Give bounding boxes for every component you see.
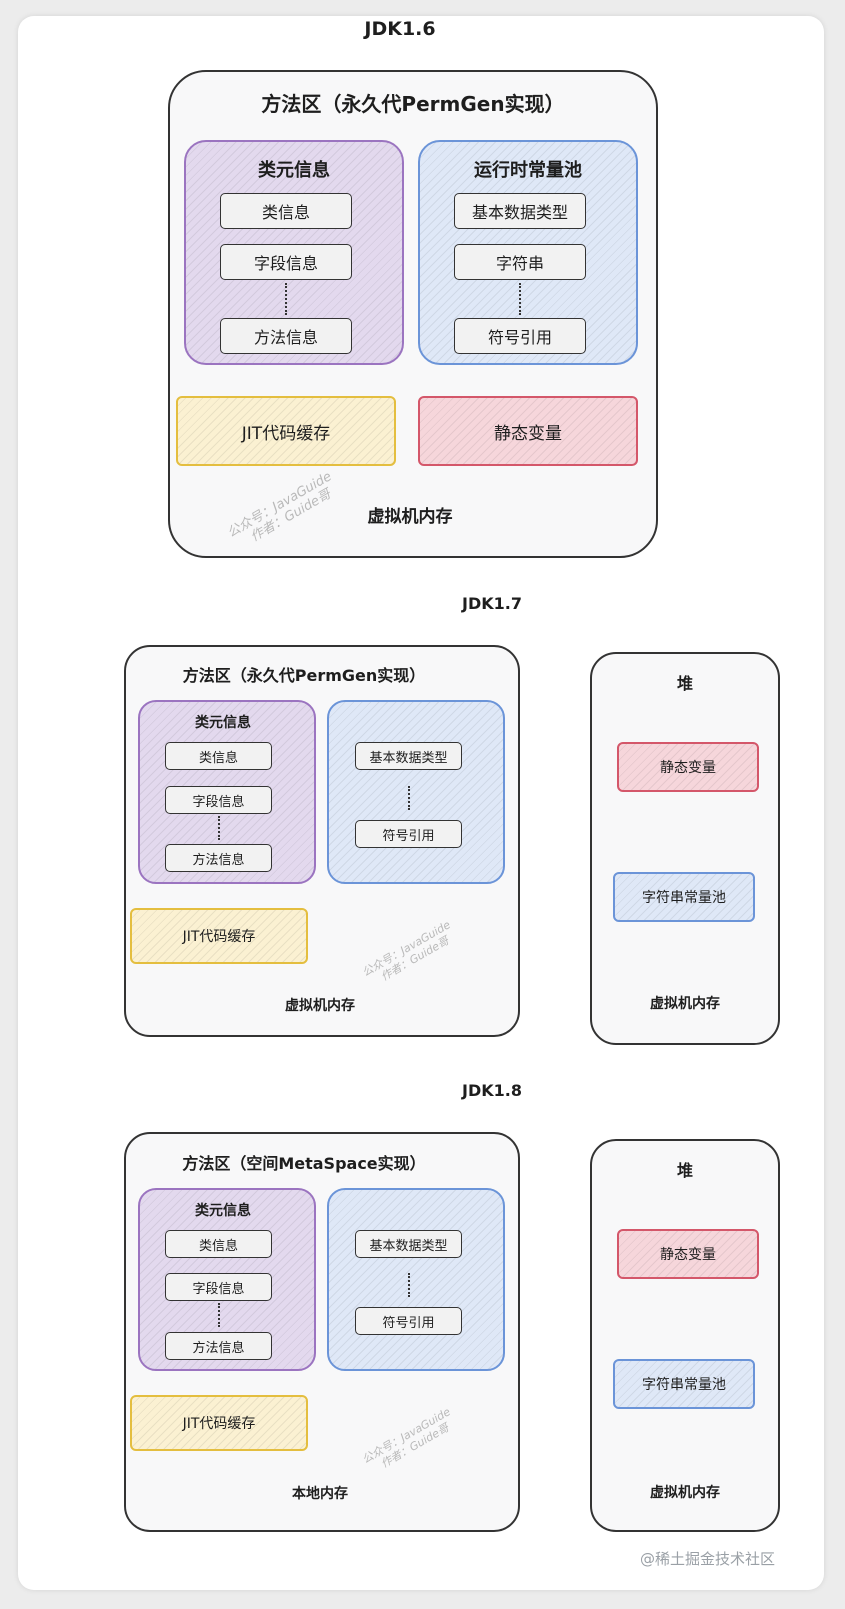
jdk17-symbol-ref: 符号引用 — [355, 820, 462, 848]
jdk16-title: JDK1.6 — [364, 18, 436, 40]
jdk16-field-info: 字段信息 — [220, 244, 352, 280]
jdk18-field-info: 字段信息 — [165, 1273, 272, 1301]
jdk18-class-meta-ellipsis — [218, 1303, 220, 1327]
jdk18-runtime-pool-ellipsis — [408, 1273, 410, 1297]
jdk17-jit-cache: JIT代码缓存 — [130, 908, 308, 964]
jdk16-runtime-pool-title: 运行时常量池 — [474, 160, 582, 181]
jdk18-memory-label: 本地内存 — [292, 1486, 348, 1502]
jdk18-method-info: 方法信息 — [165, 1332, 272, 1360]
jdk17-heap-title: 堆 — [676, 674, 693, 693]
jdk18-jit-cache: JIT代码缓存 — [130, 1395, 308, 1451]
jdk18-class-meta-title: 类元信息 — [195, 1203, 251, 1219]
jdk18-class-info: 类信息 — [165, 1230, 272, 1258]
jdk17-runtime-pool-ellipsis — [408, 786, 410, 810]
jdk18-string-pool: 字符串常量池 — [613, 1359, 755, 1409]
jdk16-method-area-title: 方法区（永久代PermGen实现） — [261, 92, 565, 116]
jdk17-method-info: 方法信息 — [165, 844, 272, 872]
jdk18-runtime-pool-box — [327, 1188, 505, 1371]
jdk17-static-vars: 静态变量 — [617, 742, 759, 792]
jdk17-method-area-title: 方法区（永久代PermGen实现） — [182, 666, 426, 685]
jdk17-field-info: 字段信息 — [165, 786, 272, 814]
jdk17-class-meta-ellipsis — [218, 816, 220, 840]
jdk18-static-vars: 静态变量 — [617, 1229, 759, 1279]
jdk16-class-meta-ellipsis — [285, 283, 287, 315]
jdk17-heap-memory-label: 虚拟机内存 — [650, 996, 720, 1012]
jdk16-runtime-pool-ellipsis — [519, 283, 521, 315]
jdk16-memory-label: 虚拟机内存 — [367, 507, 453, 527]
jdk17-heap — [590, 652, 780, 1045]
jdk17-class-info: 类信息 — [165, 742, 272, 770]
jdk16-string: 字符串 — [454, 244, 586, 280]
jdk17-runtime-pool-box — [327, 700, 505, 884]
jdk18-primitive-types: 基本数据类型 — [355, 1230, 462, 1258]
jdk16-static-vars: 静态变量 — [418, 396, 638, 466]
jdk16-primitive-types: 基本数据类型 — [454, 193, 586, 229]
jdk16-jit-cache: JIT代码缓存 — [176, 396, 396, 466]
jdk18-symbol-ref: 符号引用 — [355, 1307, 462, 1335]
jdk18-heap — [590, 1139, 780, 1532]
jdk17-memory-label: 虚拟机内存 — [285, 998, 355, 1014]
jdk17-title: JDK1.7 — [462, 594, 522, 613]
jdk18-method-area-title: 方法区（空间MetaSpace实现） — [182, 1154, 426, 1173]
jdk18-heap-memory-label: 虚拟机内存 — [650, 1485, 720, 1501]
jdk18-heap-title: 堆 — [676, 1161, 693, 1180]
corner-watermark: @稀土掘金技术社区 — [640, 1550, 776, 1568]
jdk16-method-info: 方法信息 — [220, 318, 352, 354]
jdk17-primitive-types: 基本数据类型 — [355, 742, 462, 770]
jdk16-symbol-ref: 符号引用 — [454, 318, 586, 354]
jdk17-string-pool: 字符串常量池 — [613, 872, 755, 922]
jdk17-class-meta-title: 类元信息 — [195, 715, 251, 731]
jdk16-class-info: 类信息 — [220, 193, 352, 229]
jdk18-title: JDK1.8 — [462, 1081, 522, 1100]
jdk16-class-meta-title: 类元信息 — [258, 160, 330, 181]
